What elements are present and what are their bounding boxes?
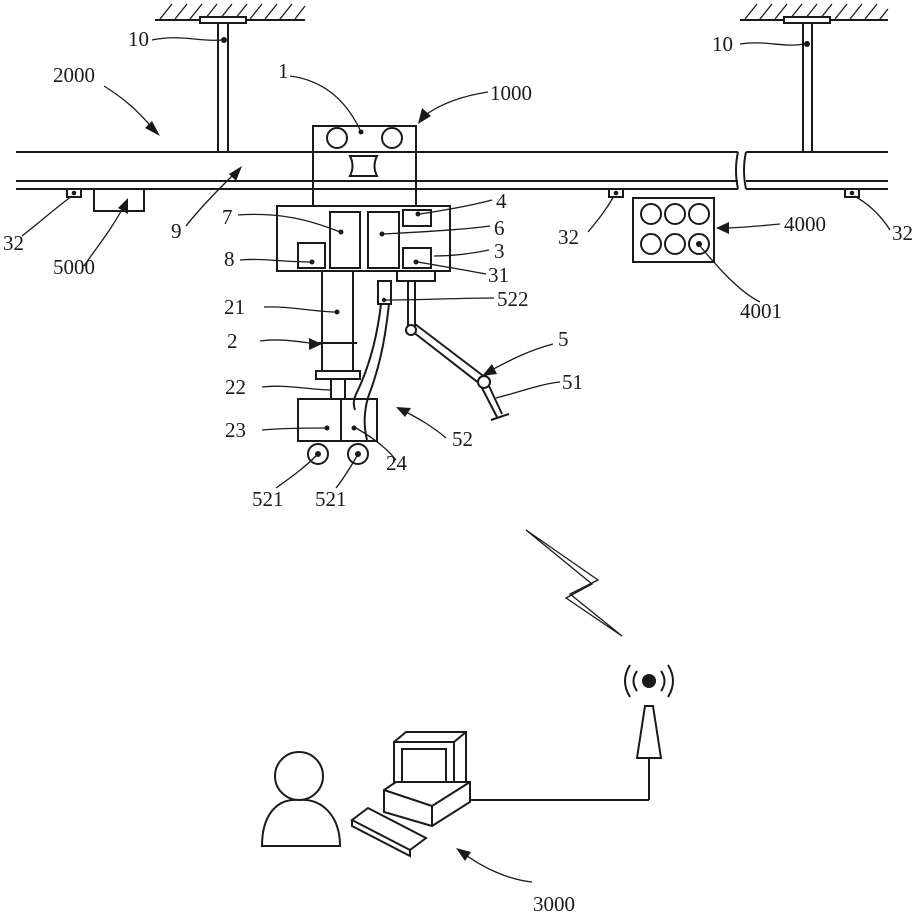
person-icon	[262, 752, 340, 846]
label-1000: 1000	[490, 81, 532, 105]
label-22: 22	[225, 375, 246, 399]
label-4001: 4001	[740, 299, 782, 323]
label-2000: 2000	[53, 63, 95, 87]
rail-marker-right	[845, 189, 859, 197]
ceiling-mount-right	[740, 4, 888, 152]
rail-marker-middle	[609, 189, 623, 197]
label-52: 52	[452, 427, 473, 451]
label-4000: 4000	[784, 212, 826, 236]
robot-arm	[406, 281, 509, 420]
label-21: 21	[224, 295, 245, 319]
label-32-middle: 32	[558, 225, 579, 249]
label-522: 522	[497, 287, 529, 311]
label-4: 4	[496, 189, 507, 213]
vertical-column	[316, 271, 360, 399]
label-51: 51	[562, 370, 583, 394]
label-521-left: 521	[252, 487, 284, 511]
label-23: 23	[225, 418, 246, 442]
antenna-icon	[470, 665, 673, 800]
rail-marker-left	[67, 189, 81, 197]
label-7: 7	[222, 205, 233, 229]
label-10-left: 10	[128, 27, 149, 51]
label-8: 8	[224, 247, 235, 271]
label-5000: 5000	[53, 255, 95, 279]
label-32-left: 32	[3, 231, 24, 255]
label-3: 3	[494, 239, 505, 263]
label-5: 5	[558, 327, 569, 351]
label-24: 24	[386, 451, 408, 475]
lightning-icon	[526, 530, 622, 636]
label-9: 9	[171, 219, 182, 243]
label-521-right: 521	[315, 487, 347, 511]
label-1: 1	[278, 59, 289, 83]
panel-4000	[633, 198, 714, 262]
label-2: 2	[227, 329, 238, 353]
label-32-right: 32	[892, 221, 913, 245]
label-6: 6	[494, 216, 505, 240]
label-3000: 3000	[533, 892, 575, 915]
label-10-right: 10	[712, 32, 733, 56]
computer-icon	[352, 732, 470, 856]
label-31: 31	[488, 263, 509, 287]
robot-body	[277, 206, 450, 281]
rail	[16, 152, 888, 189]
trolley-carriage	[313, 126, 416, 206]
